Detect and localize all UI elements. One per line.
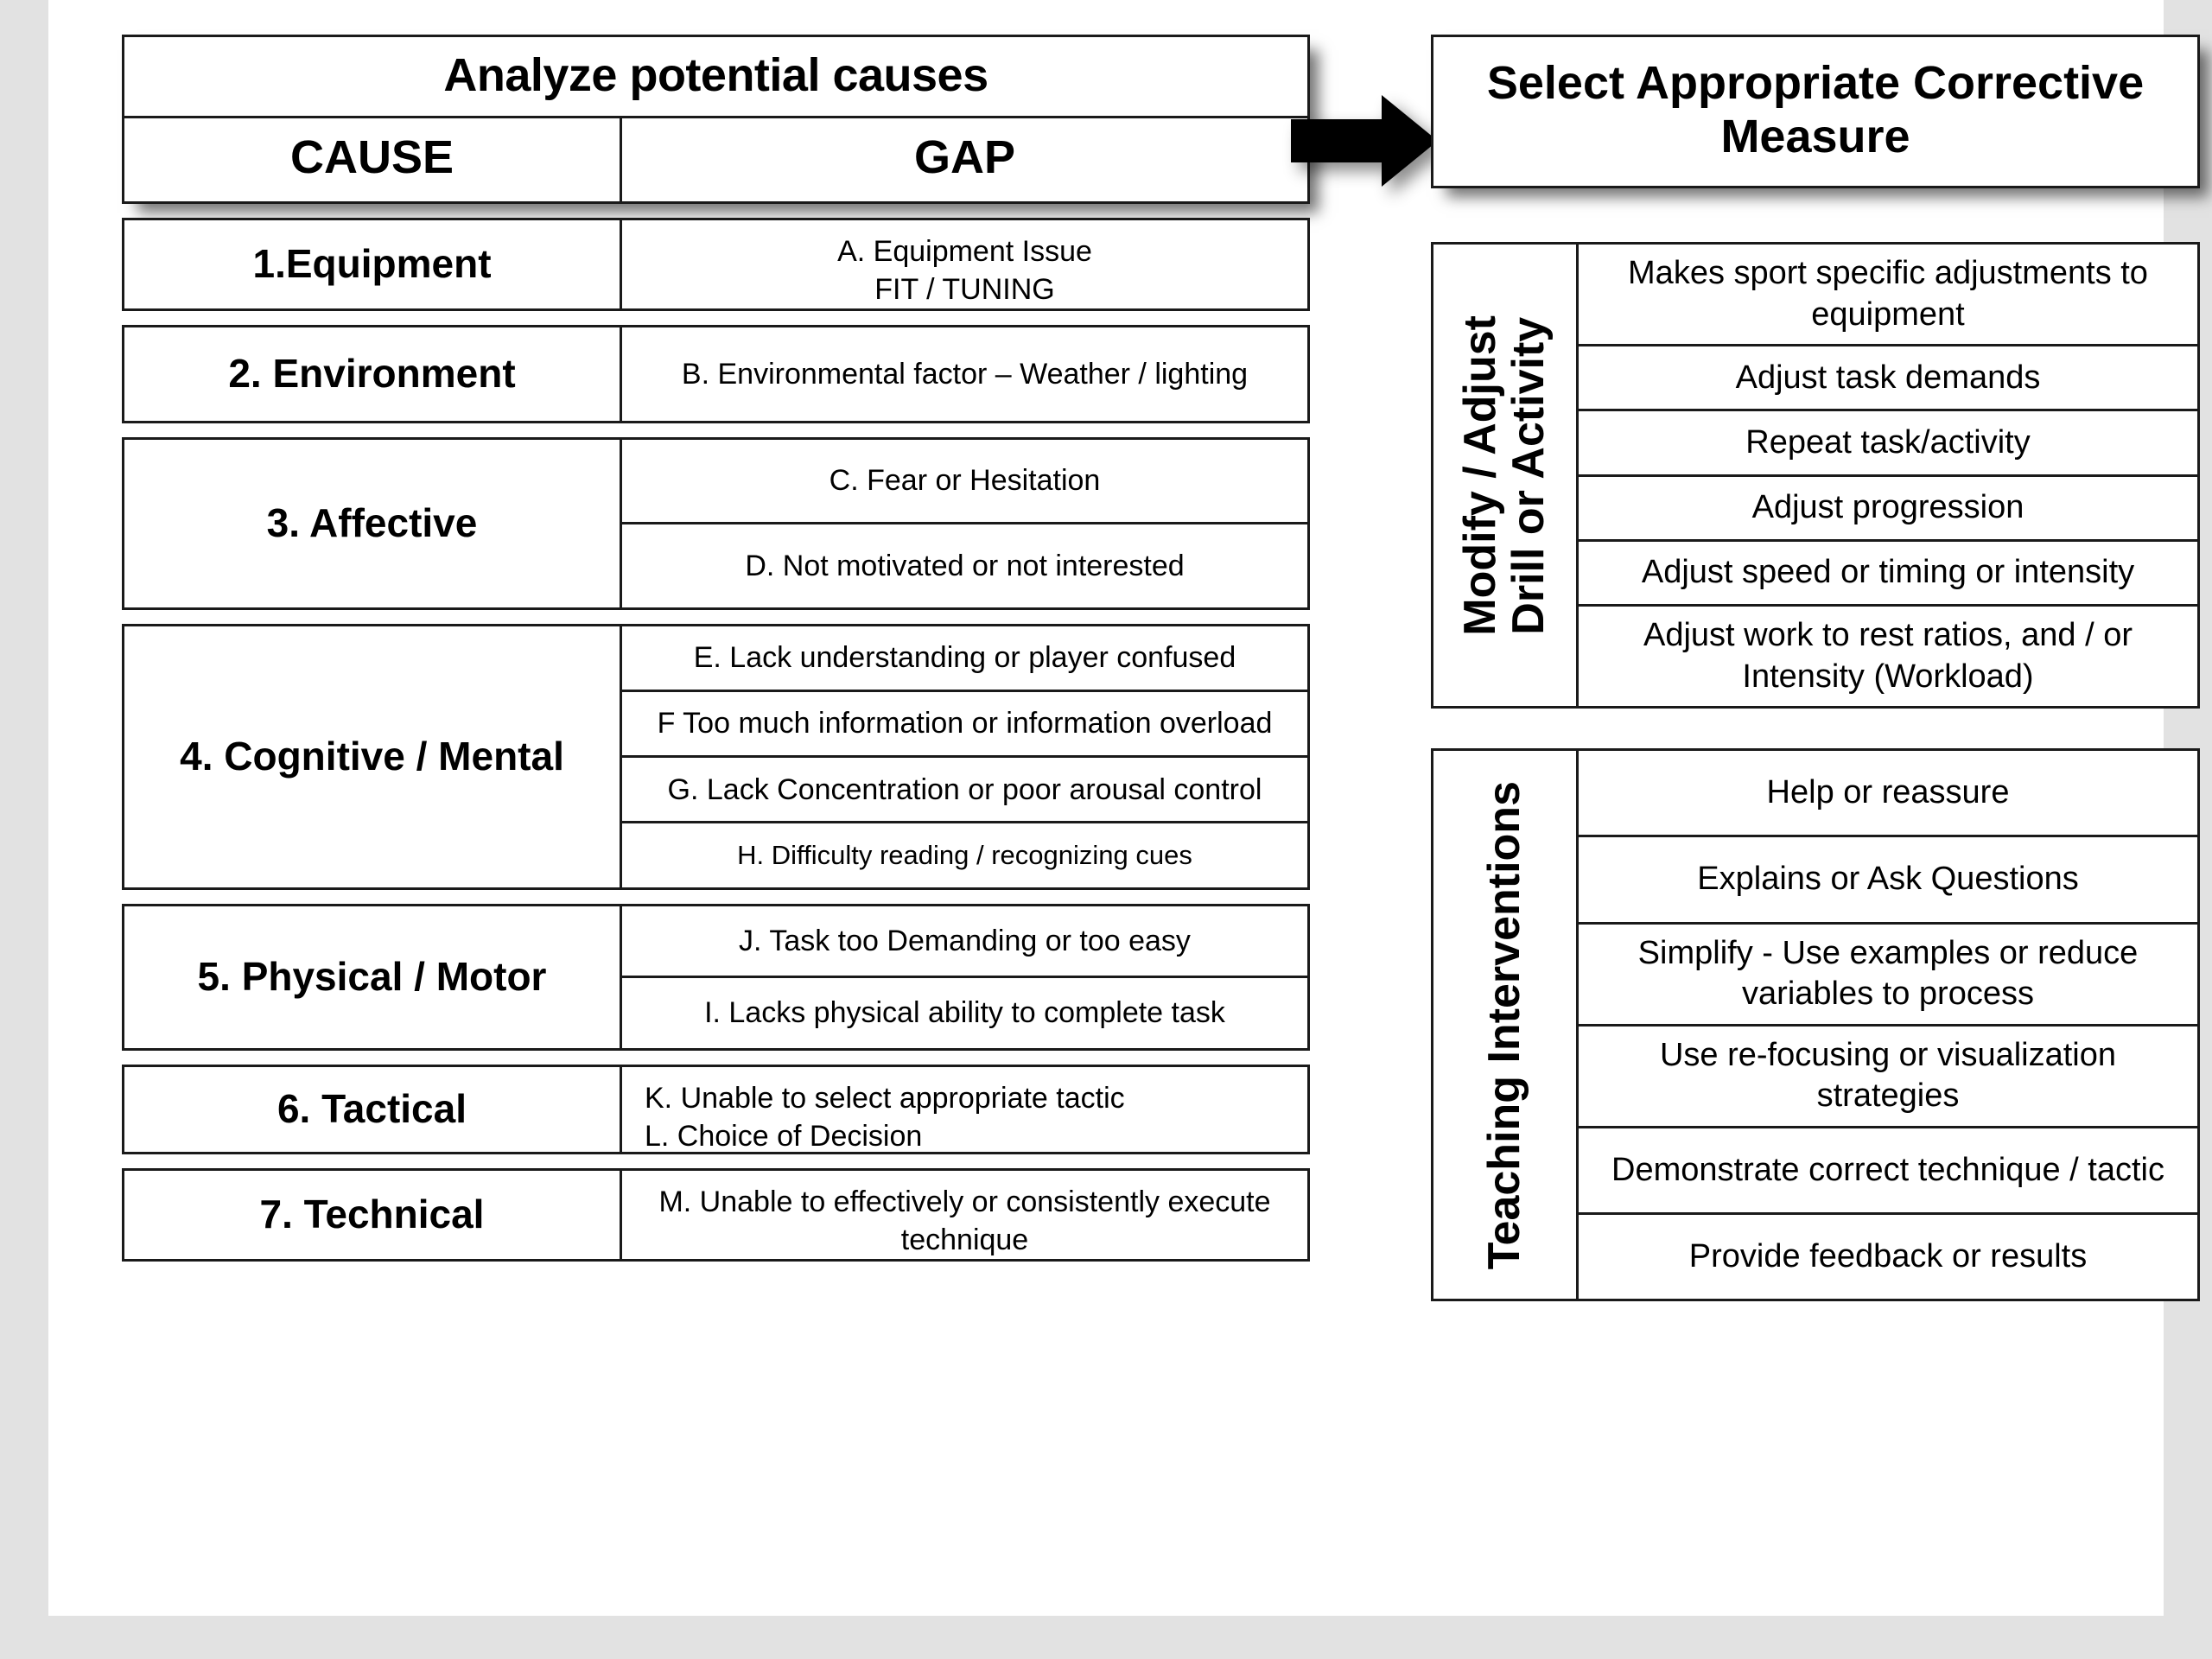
gap-group: B. Environmental factor – Weather / ligh… xyxy=(622,327,1307,421)
column-header-gap: GAP xyxy=(913,130,1016,183)
list-item: Adjust task demands xyxy=(1579,344,2197,409)
table-row: 7. Technical M. Unable to effectively or… xyxy=(122,1167,1310,1262)
panel-label-text: Teaching Interventions xyxy=(1479,780,1530,1269)
panel-item-list: Makes sport specific adjustments to equi… xyxy=(1579,245,2197,706)
gap-item: K. Unable to select appropriate tactic L… xyxy=(645,1081,1125,1153)
list-item: Explains or Ask Questions xyxy=(1579,835,2197,921)
table-row: 6. Tactical K. Unable to select appropri… xyxy=(122,1064,1310,1154)
table-row: 5. Physical / Motor J. Task too Demandin… xyxy=(122,903,1310,1051)
cause-label: 2. Environment xyxy=(124,327,622,421)
panel-modify-adjust: Modify / Adjust Drill or Activity Makes … xyxy=(1431,242,2200,709)
analyze-header-box: Analyze potential causes CAUSE GAP xyxy=(122,35,1310,204)
gap-group: M. Unable to effectively or consistently… xyxy=(622,1171,1307,1259)
cause-label: 5. Physical / Motor xyxy=(124,906,622,1048)
column-header-cause: CAUSE xyxy=(124,118,622,201)
gap-item: C. Fear or Hesitation xyxy=(829,464,1101,498)
list-item: Provide feedback or results xyxy=(1579,1211,2197,1299)
cause-label: 3. Affective xyxy=(124,439,622,607)
list-item: Adjust progression xyxy=(1579,474,2197,539)
gap-item: D. Not motivated or not interested xyxy=(622,522,1307,607)
gap-group: J. Task too Demanding or too easy I. Lac… xyxy=(622,906,1307,1048)
list-item: Use re-focusing or visualization strateg… xyxy=(1579,1023,2197,1126)
panel-label-modify-adjust: Modify / Adjust Drill or Activity xyxy=(1433,245,1579,707)
list-item: Adjust work to rest ratios, and / or Int… xyxy=(1579,604,2197,706)
panel-item-list: Help or reassure Explains or Ask Questio… xyxy=(1579,751,2197,1299)
page-title: Analyze potential causes xyxy=(124,37,1307,118)
cause-label: 6. Tactical xyxy=(124,1066,622,1152)
gap-item: J. Task too Demanding or too easy xyxy=(739,924,1191,957)
table-row: 1.Equipment A. Equipment Issue FIT / TUN… xyxy=(122,217,1310,311)
gap-item: M. Unable to effectively or consistently… xyxy=(658,1185,1271,1256)
table-row: 2. Environment B. Environmental factor –… xyxy=(122,324,1310,423)
gap-group: E. Lack understanding or player confused… xyxy=(622,626,1307,887)
list-item: Makes sport specific adjustments to equi… xyxy=(1628,255,2148,333)
gap-item: I. Lacks physical ability to complete ta… xyxy=(622,976,1307,1048)
gap-item: A. Equipment Issue FIT / TUNING xyxy=(837,234,1092,306)
gap-item: F Too much information or information ov… xyxy=(622,689,1307,755)
gap-group: K. Unable to select appropriate tactic L… xyxy=(622,1067,1307,1153)
cause-label: 7. Technical xyxy=(124,1170,622,1259)
gap-item: E. Lack understanding or player confused xyxy=(693,641,1236,675)
analyze-potential-causes-section: Analyze potential causes CAUSE GAP 1.Equ… xyxy=(122,35,1310,1262)
cause-label: 1.Equipment xyxy=(124,219,622,308)
list-item: Simplify - Use examples or reduce variab… xyxy=(1579,921,2197,1024)
gap-group: A. Equipment Issue FIT / TUNING xyxy=(622,220,1307,308)
gap-item: G. Lack Concentration or poor arousal co… xyxy=(622,755,1307,821)
column-header-row: CAUSE GAP xyxy=(124,118,1307,201)
list-item: Help or reassure xyxy=(1766,774,2010,811)
panel-label-teaching-interventions: Teaching Interventions xyxy=(1433,751,1579,1300)
list-item: Adjust speed or timing or intensity xyxy=(1579,538,2197,604)
table-row: 3. Affective C. Fear or Hesitation D. No… xyxy=(122,436,1310,610)
panel-label-text: Modify / Adjust Drill or Activity xyxy=(1455,315,1554,636)
gap-group: C. Fear or Hesitation D. Not motivated o… xyxy=(622,440,1307,607)
right-arrow-icon xyxy=(1291,95,1438,187)
corrective-measure-section: Select Appropriate Corrective Measure Mo… xyxy=(1431,35,2200,1302)
list-item: Demonstrate correct technique / tactic xyxy=(1579,1125,2197,1212)
corrective-measure-title: Select Appropriate Corrective Measure xyxy=(1431,35,2200,189)
gap-item: H. Difficulty reading / recognizing cues xyxy=(622,821,1307,887)
table-row: 4. Cognitive / Mental E. Lack understand… xyxy=(122,623,1310,890)
slide-canvas: Analyze potential causes CAUSE GAP 1.Equ… xyxy=(48,0,2200,1616)
panel-teaching-interventions: Teaching Interventions Help or reassure … xyxy=(1431,748,2200,1302)
cause-label: 4. Cognitive / Mental xyxy=(124,626,622,887)
list-item: Repeat task/activity xyxy=(1579,409,2197,474)
gap-item: B. Environmental factor – Weather / ligh… xyxy=(681,357,1249,391)
